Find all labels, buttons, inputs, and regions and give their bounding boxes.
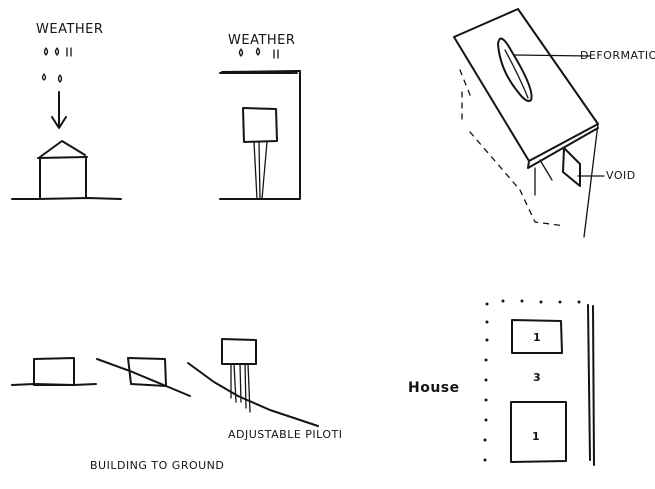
adjustable-piloti-label: ADJUSTABLE PILOTI (228, 428, 343, 441)
box-legs (254, 142, 267, 199)
weather-label-left: WEATHER (36, 22, 103, 37)
void-opening (563, 148, 580, 186)
sketch-house-plan: House 1 3 1 (408, 300, 594, 466)
plan-middle-number: 3 (533, 371, 541, 384)
raindrop-icons-right (240, 48, 279, 58)
raised-box (243, 108, 277, 142)
ground-line-1 (12, 198, 121, 199)
deformation-label: DEFORMATION (580, 49, 655, 62)
room-bottom-number: 1 (532, 430, 540, 443)
piloti-legs (231, 364, 250, 412)
room-top-number: 1 (533, 331, 541, 344)
plan-right-wall (588, 305, 594, 465)
box-hidden-edges (460, 70, 565, 226)
section-flat (34, 358, 74, 385)
pitched-house (38, 141, 87, 198)
box-top (454, 9, 598, 161)
sketch-weather-wall: WEATHER (220, 33, 300, 199)
house-label: House (408, 380, 460, 396)
building-to-ground-label: BUILDING TO GROUND (90, 459, 224, 472)
sketch-isometric: DEFORMATION VOID (454, 9, 655, 237)
sketch-weather-house: WEATHER (12, 22, 121, 199)
sketch-building-ground: ADJUSTABLE PILOTI BUILDING TO GROUND (12, 339, 343, 472)
void-label: VOID (606, 169, 636, 182)
weather-label-right: WEATHER (228, 33, 295, 48)
raindrop-icons-left (43, 48, 72, 82)
section-piloti (222, 339, 256, 364)
